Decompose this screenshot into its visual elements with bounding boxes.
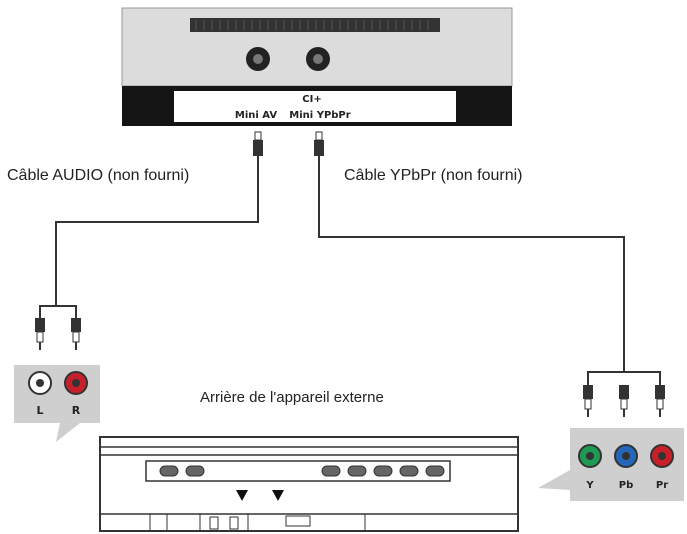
external-device-caption: Arrière de l'appareil externe: [200, 389, 384, 406]
component-y-label: Y: [585, 480, 594, 491]
audio-left-label: L: [36, 404, 43, 417]
component-callout-bubble: [538, 428, 684, 501]
audio-plug-right: [71, 318, 81, 350]
audio-cable-wire: [55, 156, 259, 306]
mini-ypbpr-label: Mini YPbPr: [289, 110, 350, 121]
ypbpr-plug-pr: [655, 385, 665, 417]
audio-right-label: R: [72, 404, 81, 417]
ypbpr-cable-wire: [318, 156, 625, 372]
ypbpr-cable-split: [587, 371, 661, 385]
ypbpr-plug-y: [583, 385, 593, 417]
component-pb-label: Pb: [619, 480, 634, 491]
ci-plus-label: CI+: [302, 94, 321, 105]
mini-av-plug: [253, 131, 263, 156]
audio-jack-callout: L R: [14, 365, 100, 442]
audio-callout-bubble: [14, 365, 100, 442]
audio-cable-split: [39, 305, 77, 318]
audio-plug-left: [35, 318, 45, 350]
mini-ypbpr-plug: [314, 131, 324, 156]
external-device: [99, 436, 519, 532]
ypbpr-plug-pb: [619, 385, 629, 417]
component-jack-callout: Y Pb Pr: [538, 428, 684, 501]
device-arrow-left: [236, 490, 248, 501]
audio-cable-label: Câble AUDIO (non fourni): [7, 167, 189, 184]
tv-connector-panel: CI+ Mini AV Mini YPbPr: [121, 7, 513, 126]
component-pr-label: Pr: [656, 480, 668, 491]
device-body: [99, 436, 519, 532]
panel-label-box: [174, 91, 456, 122]
device-port-strip: [145, 460, 451, 482]
mini-av-label: Mini AV: [235, 110, 277, 121]
device-arrow-right: [272, 490, 284, 501]
ypbpr-cable-label: Câble YPbPr (non fourni): [344, 167, 522, 184]
